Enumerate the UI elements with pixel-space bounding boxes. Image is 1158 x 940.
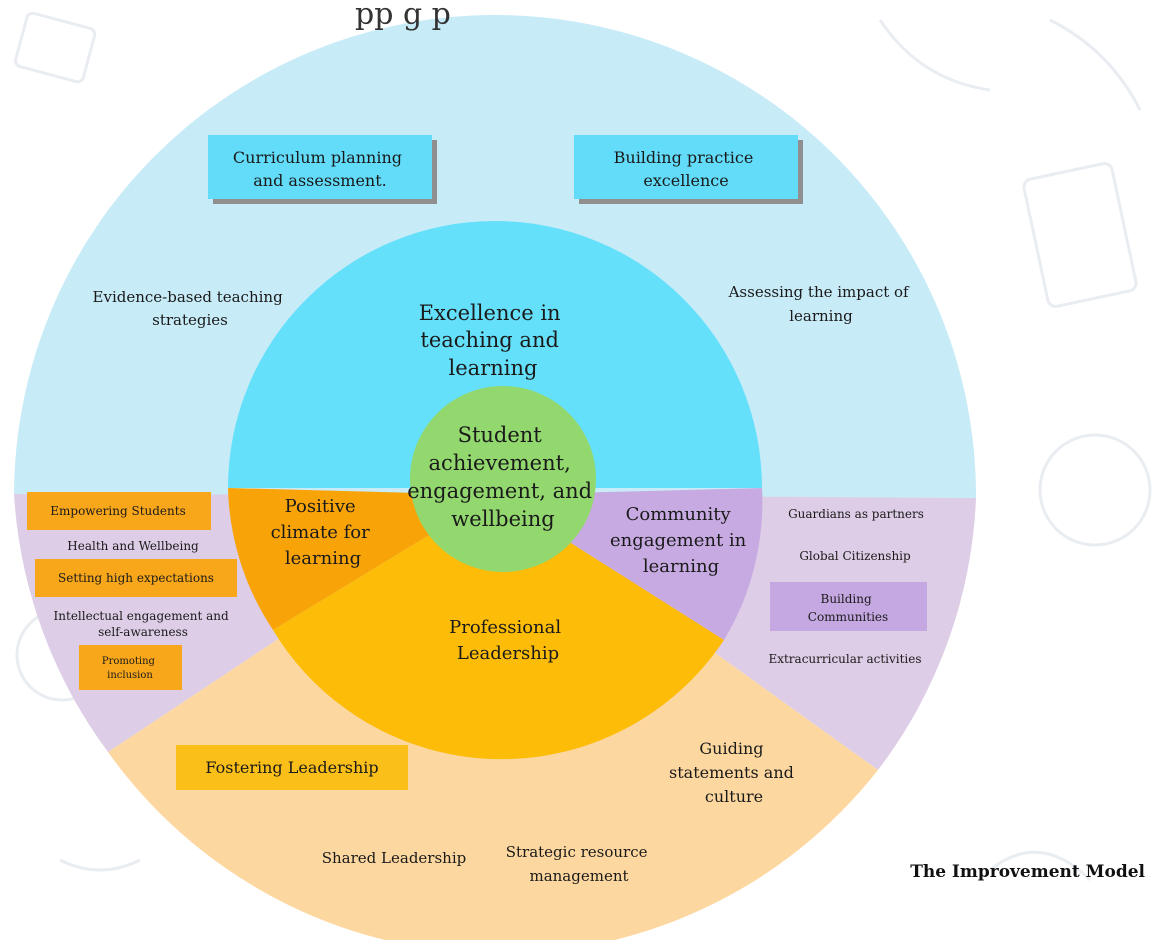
shared-leadership-text: Shared Leadership [322, 849, 467, 867]
health-wellbeing-text: Health and Wellbeing [67, 539, 199, 553]
assessing-impact-text: Assessing the impact of learning [728, 283, 914, 325]
box-setting-expectations-label: Setting high expectations [58, 571, 214, 585]
box-building-practice [574, 135, 798, 199]
header-partial-text: pp g p [355, 0, 451, 32]
intellectual-engagement-text: Intellectual engagement and self-awarene… [54, 609, 233, 639]
teaching-inner-sector [228, 221, 762, 488]
evidence-based-teaching-text: Evidence-based teaching strategies [93, 288, 288, 329]
center-circle [410, 386, 596, 572]
box-building-communities [770, 582, 927, 631]
box-promoting-inclusion-label: Promoting inclusion [102, 656, 158, 681]
outer-boxes [27, 135, 927, 790]
global-citizenship-text: Global Citizenship [799, 549, 911, 563]
community-inner-label: Community engagement in learning [610, 504, 752, 577]
leadership-inner-label: Professional Leadership [449, 617, 567, 664]
box-curriculum-planning [208, 135, 432, 199]
box-promoting-inclusion [79, 645, 182, 690]
box-fostering-leadership [176, 745, 408, 790]
extracurricular-text: Extracurricular activities [768, 652, 921, 666]
leadership-inner-sector [273, 495, 724, 760]
box-empowering-students-label: Empowering Students [50, 504, 185, 518]
guardians-partners-text: Guardians as partners [788, 507, 924, 521]
box-empowering-students [27, 492, 211, 530]
teaching-inner-label: Excellence in teaching and learning [419, 301, 568, 380]
climate-inner-label: Positive climate for learning [271, 496, 376, 569]
guiding-statements-text: Guiding statements and culture [669, 739, 799, 806]
box-building-practice-label: Building practice excellence [614, 148, 759, 190]
box-setting-expectations [35, 559, 237, 597]
box-fostering-leadership-label: Fostering Leadership [205, 758, 378, 777]
strategic-resource-text: Strategic resource management [506, 843, 653, 885]
model-caption: The Improvement Model [910, 862, 1145, 882]
box-curriculum-planning-label: Curriculum planning and assessment. [233, 148, 407, 190]
box-building-communities-label: Building Communities [808, 592, 888, 624]
center-label: Student achievement, engagement, and wel… [407, 423, 599, 531]
